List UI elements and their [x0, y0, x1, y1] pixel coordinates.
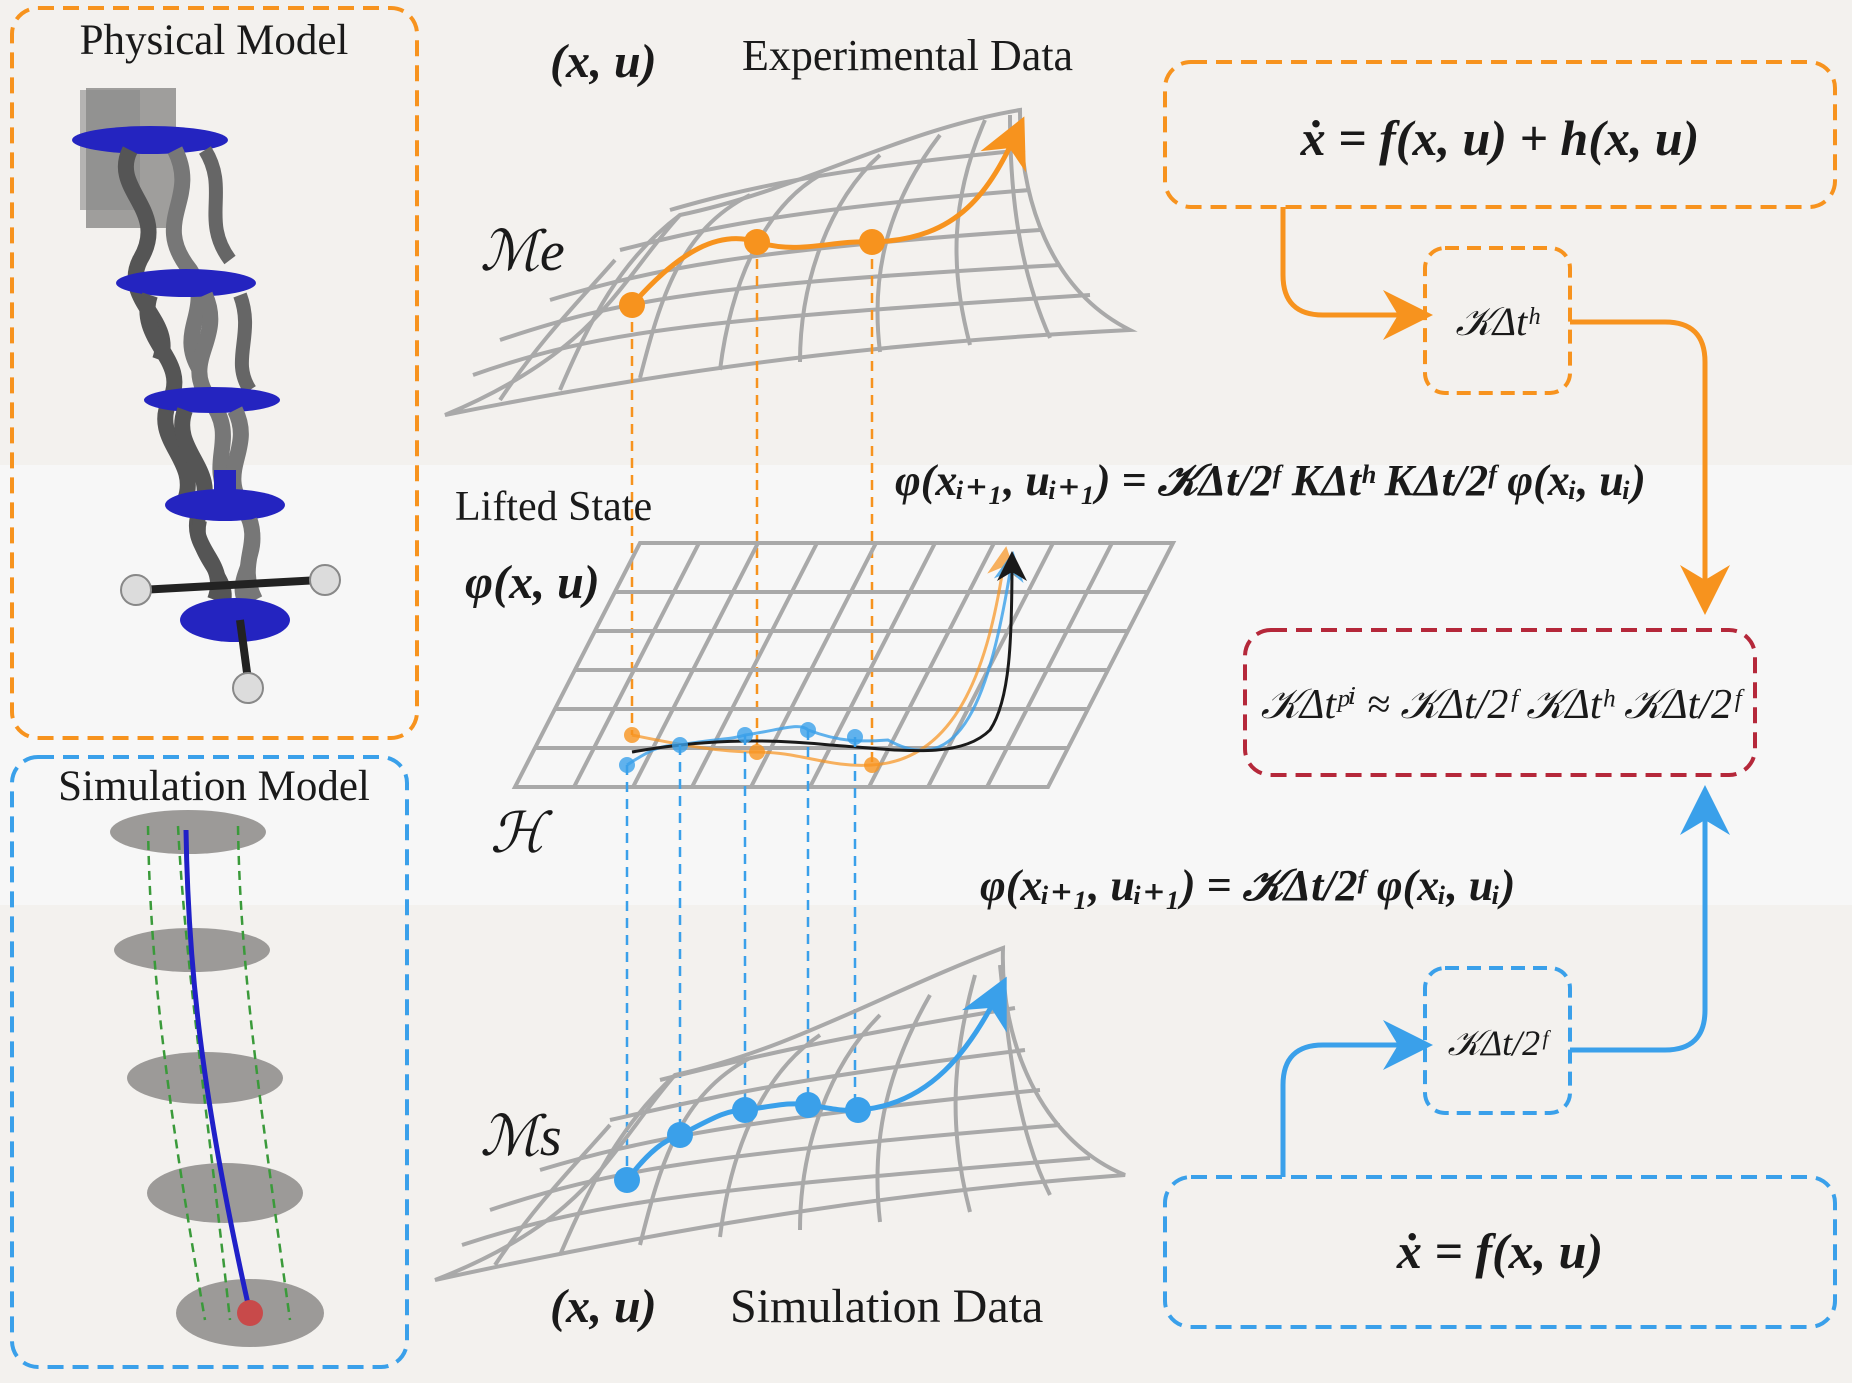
koopman-f-box — [1423, 966, 1572, 1115]
soft-robot-photo — [72, 88, 341, 704]
blue-flow-into-koopman-f — [1280, 1020, 1433, 1177]
physical-model-panel — [10, 6, 419, 740]
experimental-manifold-grid — [444, 107, 1138, 417]
top-state-label: (x, u) — [550, 35, 657, 88]
lifted-phi-label: φ(x, u) — [465, 556, 600, 609]
experimental-data-label: Experimental Data — [742, 31, 1073, 80]
combined-operator-box — [1243, 628, 1757, 777]
background-band — [0, 465, 1852, 905]
simulation-data-label: Simulation Data — [730, 1280, 1043, 1333]
simulation-update-equation: φ(xᵢ₊₁, uᵢ₊₁) = 𝒦Δt/2ᶠ φ(xᵢ, uᵢ) — [980, 861, 1515, 910]
experimental-dynamics-box — [1163, 60, 1837, 209]
blue-flow-to-combined — [1570, 785, 1730, 1053]
koopman-h-operator: 𝒦Δtʰ — [1455, 299, 1540, 344]
bottom-state-label: (x, u) — [550, 1280, 657, 1333]
lifted-state-label: Lifted State — [455, 484, 652, 530]
combined-operator-equation: 𝒦Δtᵖⁱ ≈ 𝒦Δt/2ᶠ 𝒦Δtʰ 𝒦Δt/2ᶠ — [1261, 682, 1745, 728]
simulation-rod — [110, 810, 324, 1347]
physical-model-title: Physical Model — [80, 17, 349, 64]
lifted-orange-curve — [631, 546, 1017, 767]
simulation-dynamics-equation: ẋ = f(x, u) — [1396, 1223, 1603, 1279]
lifted-points — [619, 722, 880, 773]
manifold-e-label: ℳe — [480, 221, 565, 283]
simulation-points — [614, 1092, 871, 1193]
experimental-projection-lines — [630, 242, 874, 765]
lifted-plane-grid — [511, 541, 1177, 789]
orange-flow-to-combined — [1570, 319, 1730, 615]
simulation-model-panel — [10, 755, 409, 1369]
simulation-model-title: Simulation Model — [58, 763, 370, 810]
orange-flow-into-koopman-h — [1280, 207, 1433, 340]
manifold-s-label: ℳs — [480, 1106, 562, 1168]
lifted-predicted-curve — [631, 551, 1027, 754]
koopman-f-operator: 𝒦Δt/2ᶠ — [1448, 1023, 1552, 1063]
experimental-trajectory — [630, 116, 1026, 307]
experimental-dynamics-equation: ẋ = f(x, u) + h(x, u) — [1300, 110, 1700, 166]
hilbert-space-label: ℋ — [490, 803, 553, 865]
physics-informed-update-equation: φ(xᵢ₊₁, uᵢ₊₁) = 𝒦Δt/2ᶠ KΔtʰ KΔt/2ᶠ φ(xᵢ,… — [895, 456, 1646, 505]
simulation-dynamics-box — [1163, 1175, 1837, 1329]
